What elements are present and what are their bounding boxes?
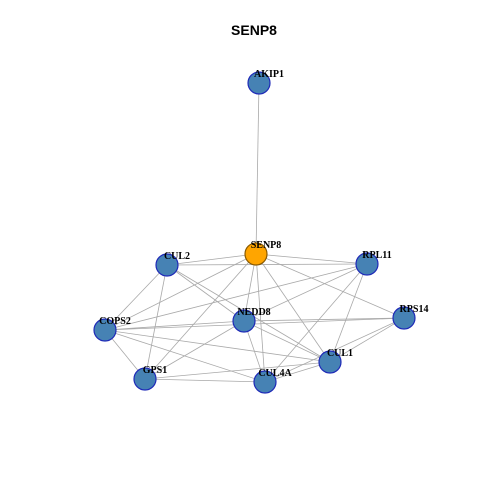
node-label-cul2: CUL2 [164, 251, 190, 262]
edge-gps1-cul4a [144, 378, 266, 383]
edge-nedd8-cops2 [104, 320, 245, 331]
node-cul4a: CUL4A [253, 368, 292, 394]
node-akip1: AKIP1 [247, 69, 284, 95]
edge-gps1-cul1 [144, 361, 331, 380]
edge-senp8-akip1 [255, 82, 260, 255]
edge-cul2-nedd8 [166, 264, 245, 322]
node-circle-cul2 [155, 253, 179, 277]
edge-senp8-rpl11 [255, 253, 368, 265]
edge-nedd8-cul1 [243, 320, 331, 363]
node-rps14: RPS14 [392, 304, 429, 330]
edge-rpl11-cul1 [329, 263, 368, 363]
diagram-title: SENP8 [231, 22, 277, 38]
edge-cops2-cul1 [104, 329, 331, 363]
node-senp8: SENP8 [244, 240, 282, 266]
node-label-akip1: AKIP1 [254, 69, 284, 80]
edges-layer [104, 82, 405, 383]
node-circle-cul1 [318, 350, 342, 374]
edge-cops2-cul4a [104, 329, 266, 383]
edge-cul2-rpl11 [166, 263, 368, 266]
edge-senp8-gps1 [144, 253, 257, 380]
node-cops2: COPS2 [93, 316, 131, 342]
node-label-cul1: CUL1 [327, 348, 353, 359]
node-label-nedd8: NEDD8 [237, 307, 270, 318]
node-rpl11: RPL11 [355, 250, 392, 276]
edge-senp8-cul2 [166, 253, 257, 266]
edge-rps14-nedd8 [243, 317, 405, 322]
node-label-cul4a: CUL4A [258, 368, 292, 379]
edge-rpl11-cops2 [104, 263, 368, 331]
node-circle-gps1 [133, 367, 157, 391]
node-circle-rps14 [392, 306, 416, 330]
node-circle-senp8 [244, 242, 268, 266]
node-gps1: GPS1 [133, 365, 167, 391]
edge-rps14-cul4a [264, 317, 405, 383]
node-label-gps1: GPS1 [143, 365, 167, 376]
edge-nedd8-gps1 [144, 320, 245, 380]
edge-senp8-cul1 [255, 253, 331, 363]
node-circle-cul4a [253, 370, 277, 394]
node-circle-rpl11 [355, 252, 379, 276]
edge-rps14-cul1 [329, 317, 405, 363]
edge-senp8-cul4a [255, 253, 266, 383]
node-nedd8: NEDD8 [232, 307, 271, 333]
node-label-rpl11: RPL11 [362, 250, 391, 261]
node-label-rps14: RPS14 [400, 304, 429, 315]
node-label-senp8: SENP8 [251, 240, 282, 251]
edge-senp8-cops2 [104, 253, 257, 331]
node-circle-akip1 [247, 71, 271, 95]
edge-cul2-gps1 [144, 264, 168, 380]
node-cul1: CUL1 [318, 348, 353, 374]
edge-rpl11-cul4a [264, 263, 368, 383]
node-circle-cops2 [93, 318, 117, 342]
node-circle-nedd8 [232, 309, 256, 333]
node-label-cops2: COPS2 [99, 316, 131, 327]
edge-cul2-cops2 [104, 264, 168, 331]
node-cul2: CUL2 [155, 251, 190, 277]
edge-rpl11-nedd8 [243, 263, 368, 322]
